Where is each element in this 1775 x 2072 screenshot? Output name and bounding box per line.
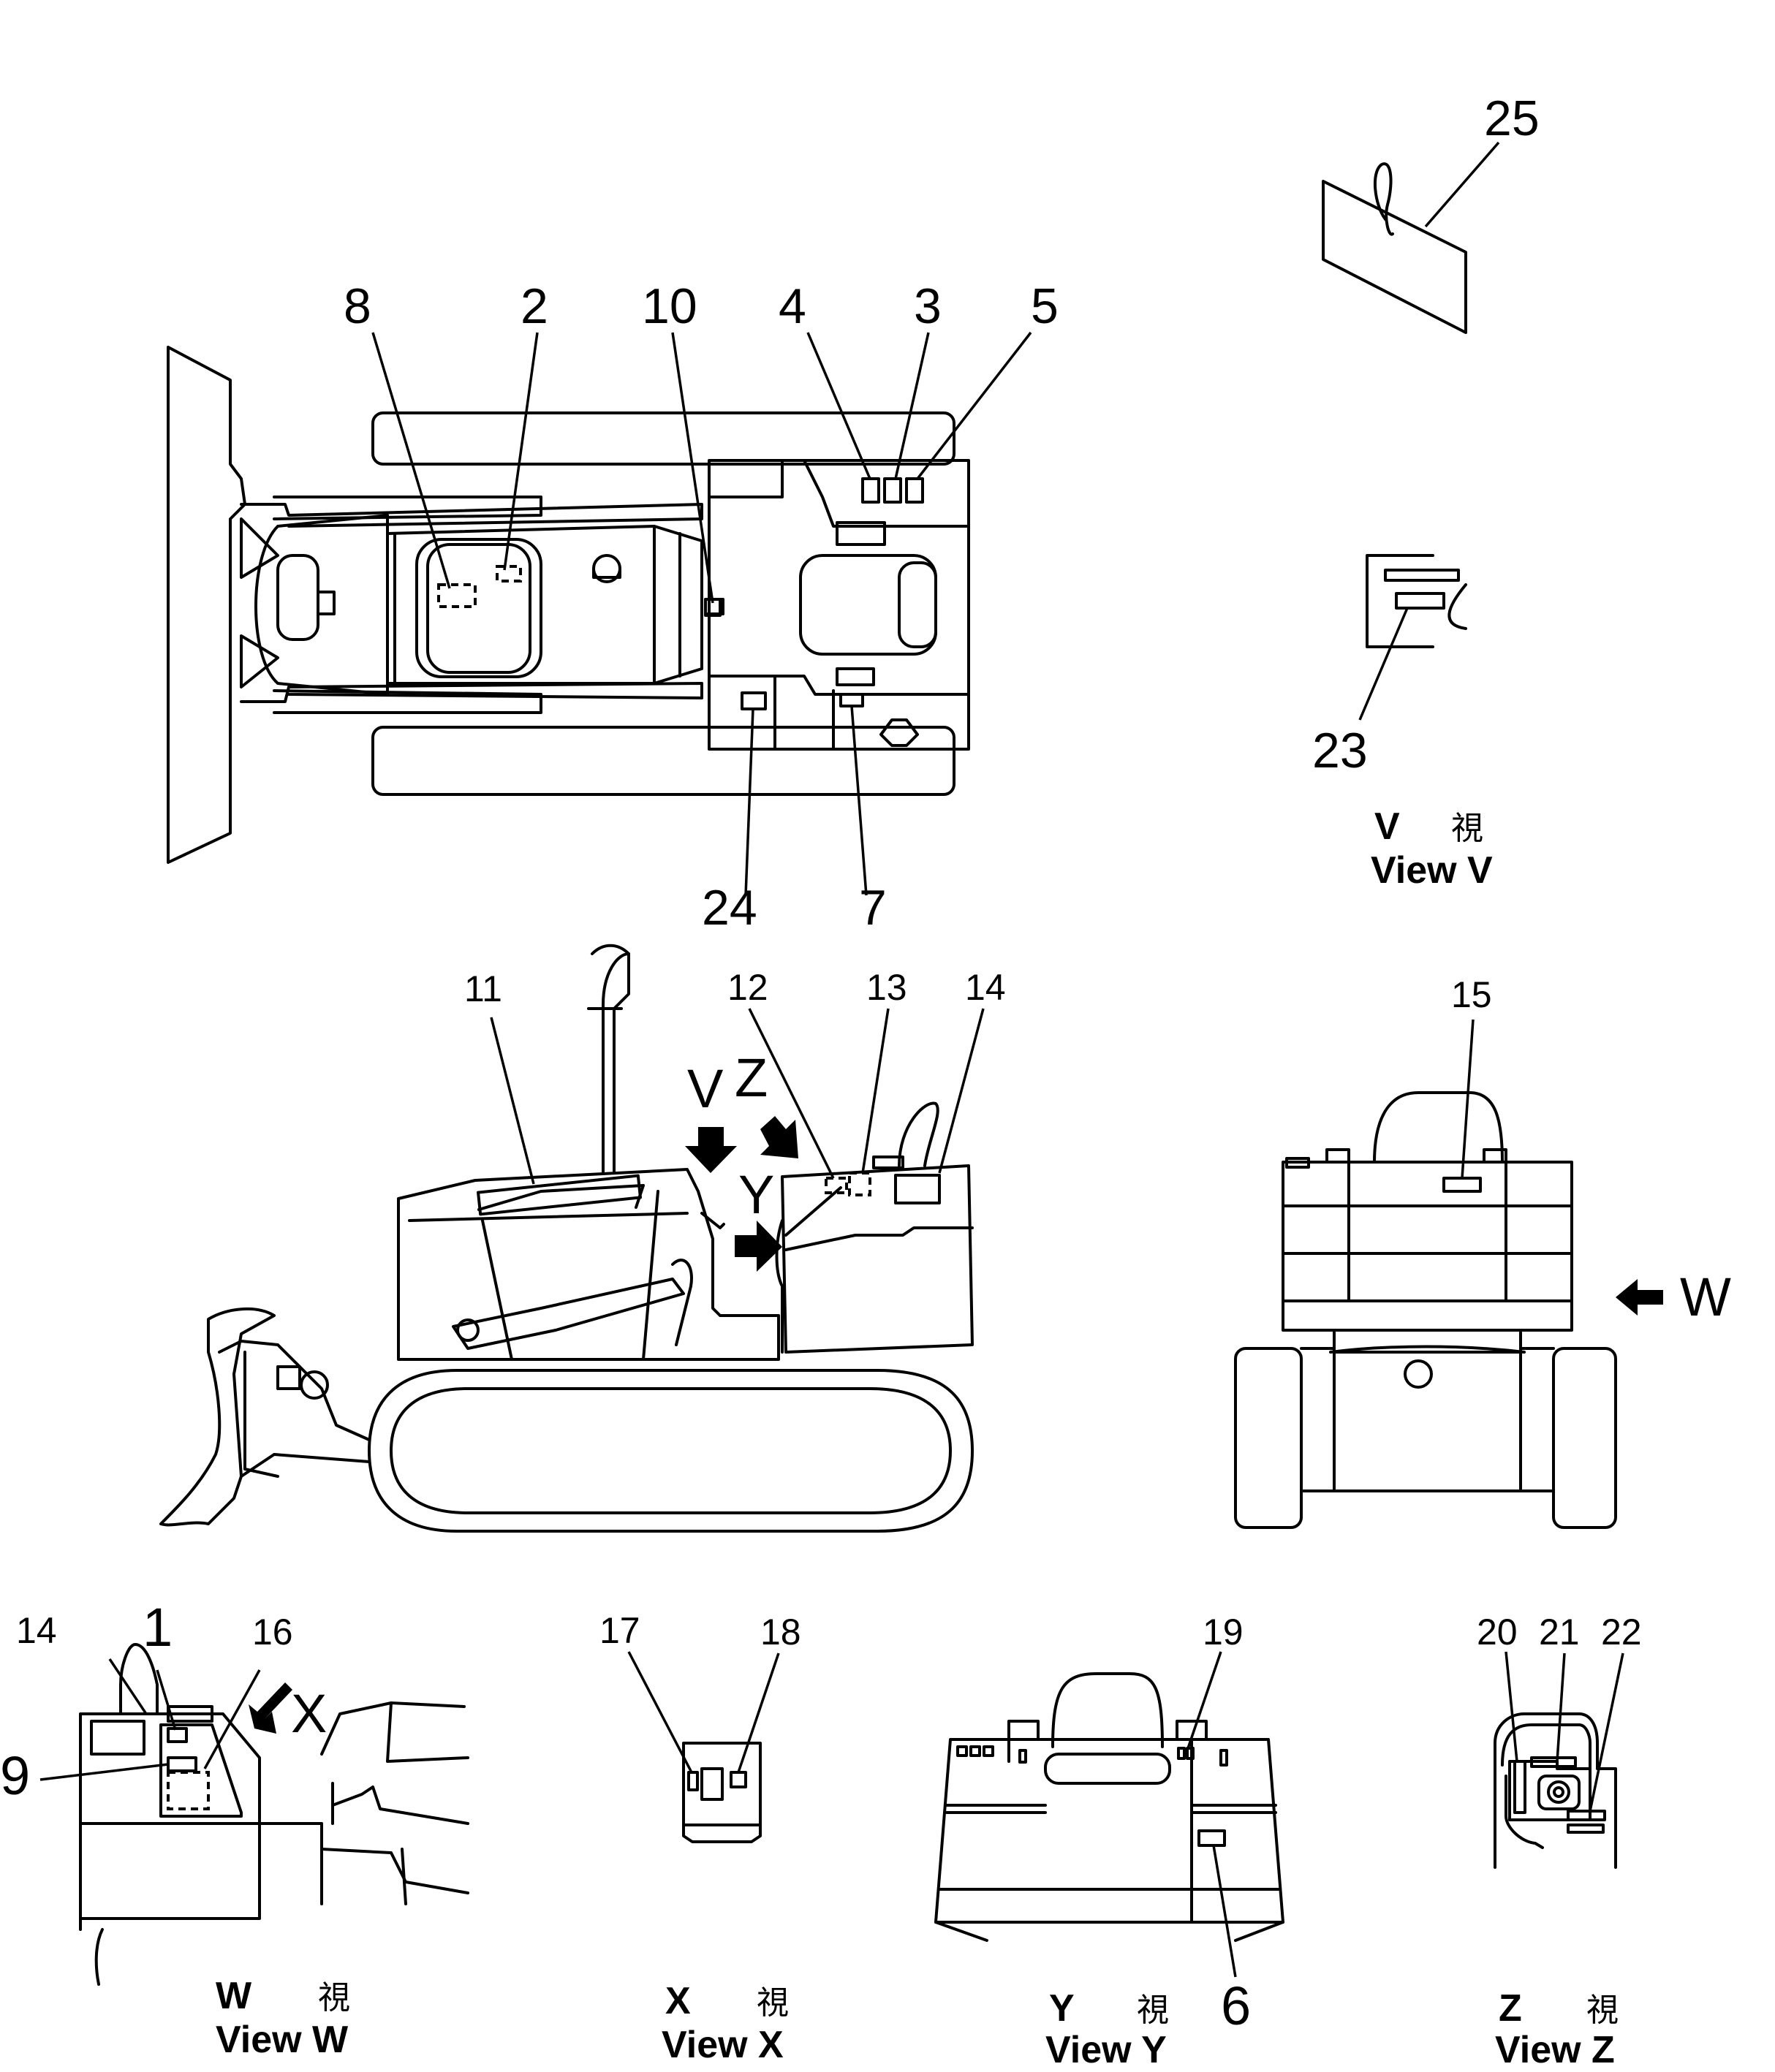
view-w-jp-letter: W [216,1975,252,2017]
callout-13: 13 [866,967,907,1008]
callout-9: 9 [0,1745,30,1806]
view-z-jp-letter: Z [1499,1987,1522,2030]
callout-10: 10 [642,278,697,334]
view-v-jp-letter: V [1374,805,1400,848]
view-w-caption: View W [216,2019,349,2061]
view-x-jp-letter: X [665,1980,691,2022]
callout-15: 15 [1451,974,1492,1015]
callout-24: 24 [702,880,757,936]
callout-14-w: 14 [16,1610,57,1651]
arrow-v-label: V [687,1058,724,1119]
arrow-y-label: Y [738,1164,774,1225]
callout-14: 14 [965,967,1006,1008]
callout-7: 7 [859,880,887,936]
callout-5: 5 [1031,278,1059,334]
view-y-caption: View Y [1045,2029,1167,2068]
callout-17: 17 [599,1610,640,1651]
callout-18: 18 [760,1612,801,1652]
view-w-jp-kanji: 視 [318,1979,350,2016]
arrow-v-icon [685,1127,737,1173]
callout-23: 23 [1312,723,1368,778]
callout-22: 22 [1601,1612,1642,1652]
callout-12: 12 [727,967,768,1008]
arrow-z-icon [760,1116,798,1158]
callout-6: 6 [1221,1976,1251,2036]
callout-16: 16 [252,1612,293,1652]
arrow-x-label: X [291,1683,327,1744]
arrow-y-icon [735,1221,782,1272]
callout-11: 11 [464,968,502,1009]
view-y-jp-kanji: 視 [1137,1992,1169,2029]
view-arrows [685,1116,798,1272]
view-z-detail [1494,1651,1624,1869]
callout-19: 19 [1203,1612,1244,1652]
view-z-caption: View Z [1495,2029,1615,2068]
top-view-tractor [167,331,1032,896]
callout-1: 1 [143,1597,173,1658]
callout-8: 8 [344,278,371,334]
view-z-jp-kanji: 視 [1586,1992,1619,2029]
tag-illustration [1322,141,1500,334]
view-y-detail [934,1651,1284,1978]
side-view-tractor [159,944,985,1533]
view-x-jp-kanji: 視 [757,1984,789,2022]
arrow-w-icon [1616,1279,1663,1316]
view-x-detail [627,1651,780,1843]
callout-20: 20 [1477,1612,1518,1652]
view-w-detail [39,1643,469,1986]
callout-25: 25 [1484,91,1540,146]
view-v-jp-kanji: 視 [1451,810,1483,847]
arrow-x-icon [249,1682,292,1734]
view-v-caption: View V [1371,849,1493,892]
view-y-jp-letter: Y [1049,1987,1075,2030]
view-v-detail [1358,554,1467,721]
callout-21: 21 [1539,1612,1580,1652]
callout-4: 4 [779,278,806,334]
callout-2: 2 [521,278,548,334]
view-x-caption: View X [662,2024,784,2066]
arrow-z-label: Z [735,1047,768,1108]
rear-view-tractor [1234,1019,1663,1529]
callout-3: 3 [914,278,942,334]
arrow-w-label: W [1680,1267,1731,1327]
